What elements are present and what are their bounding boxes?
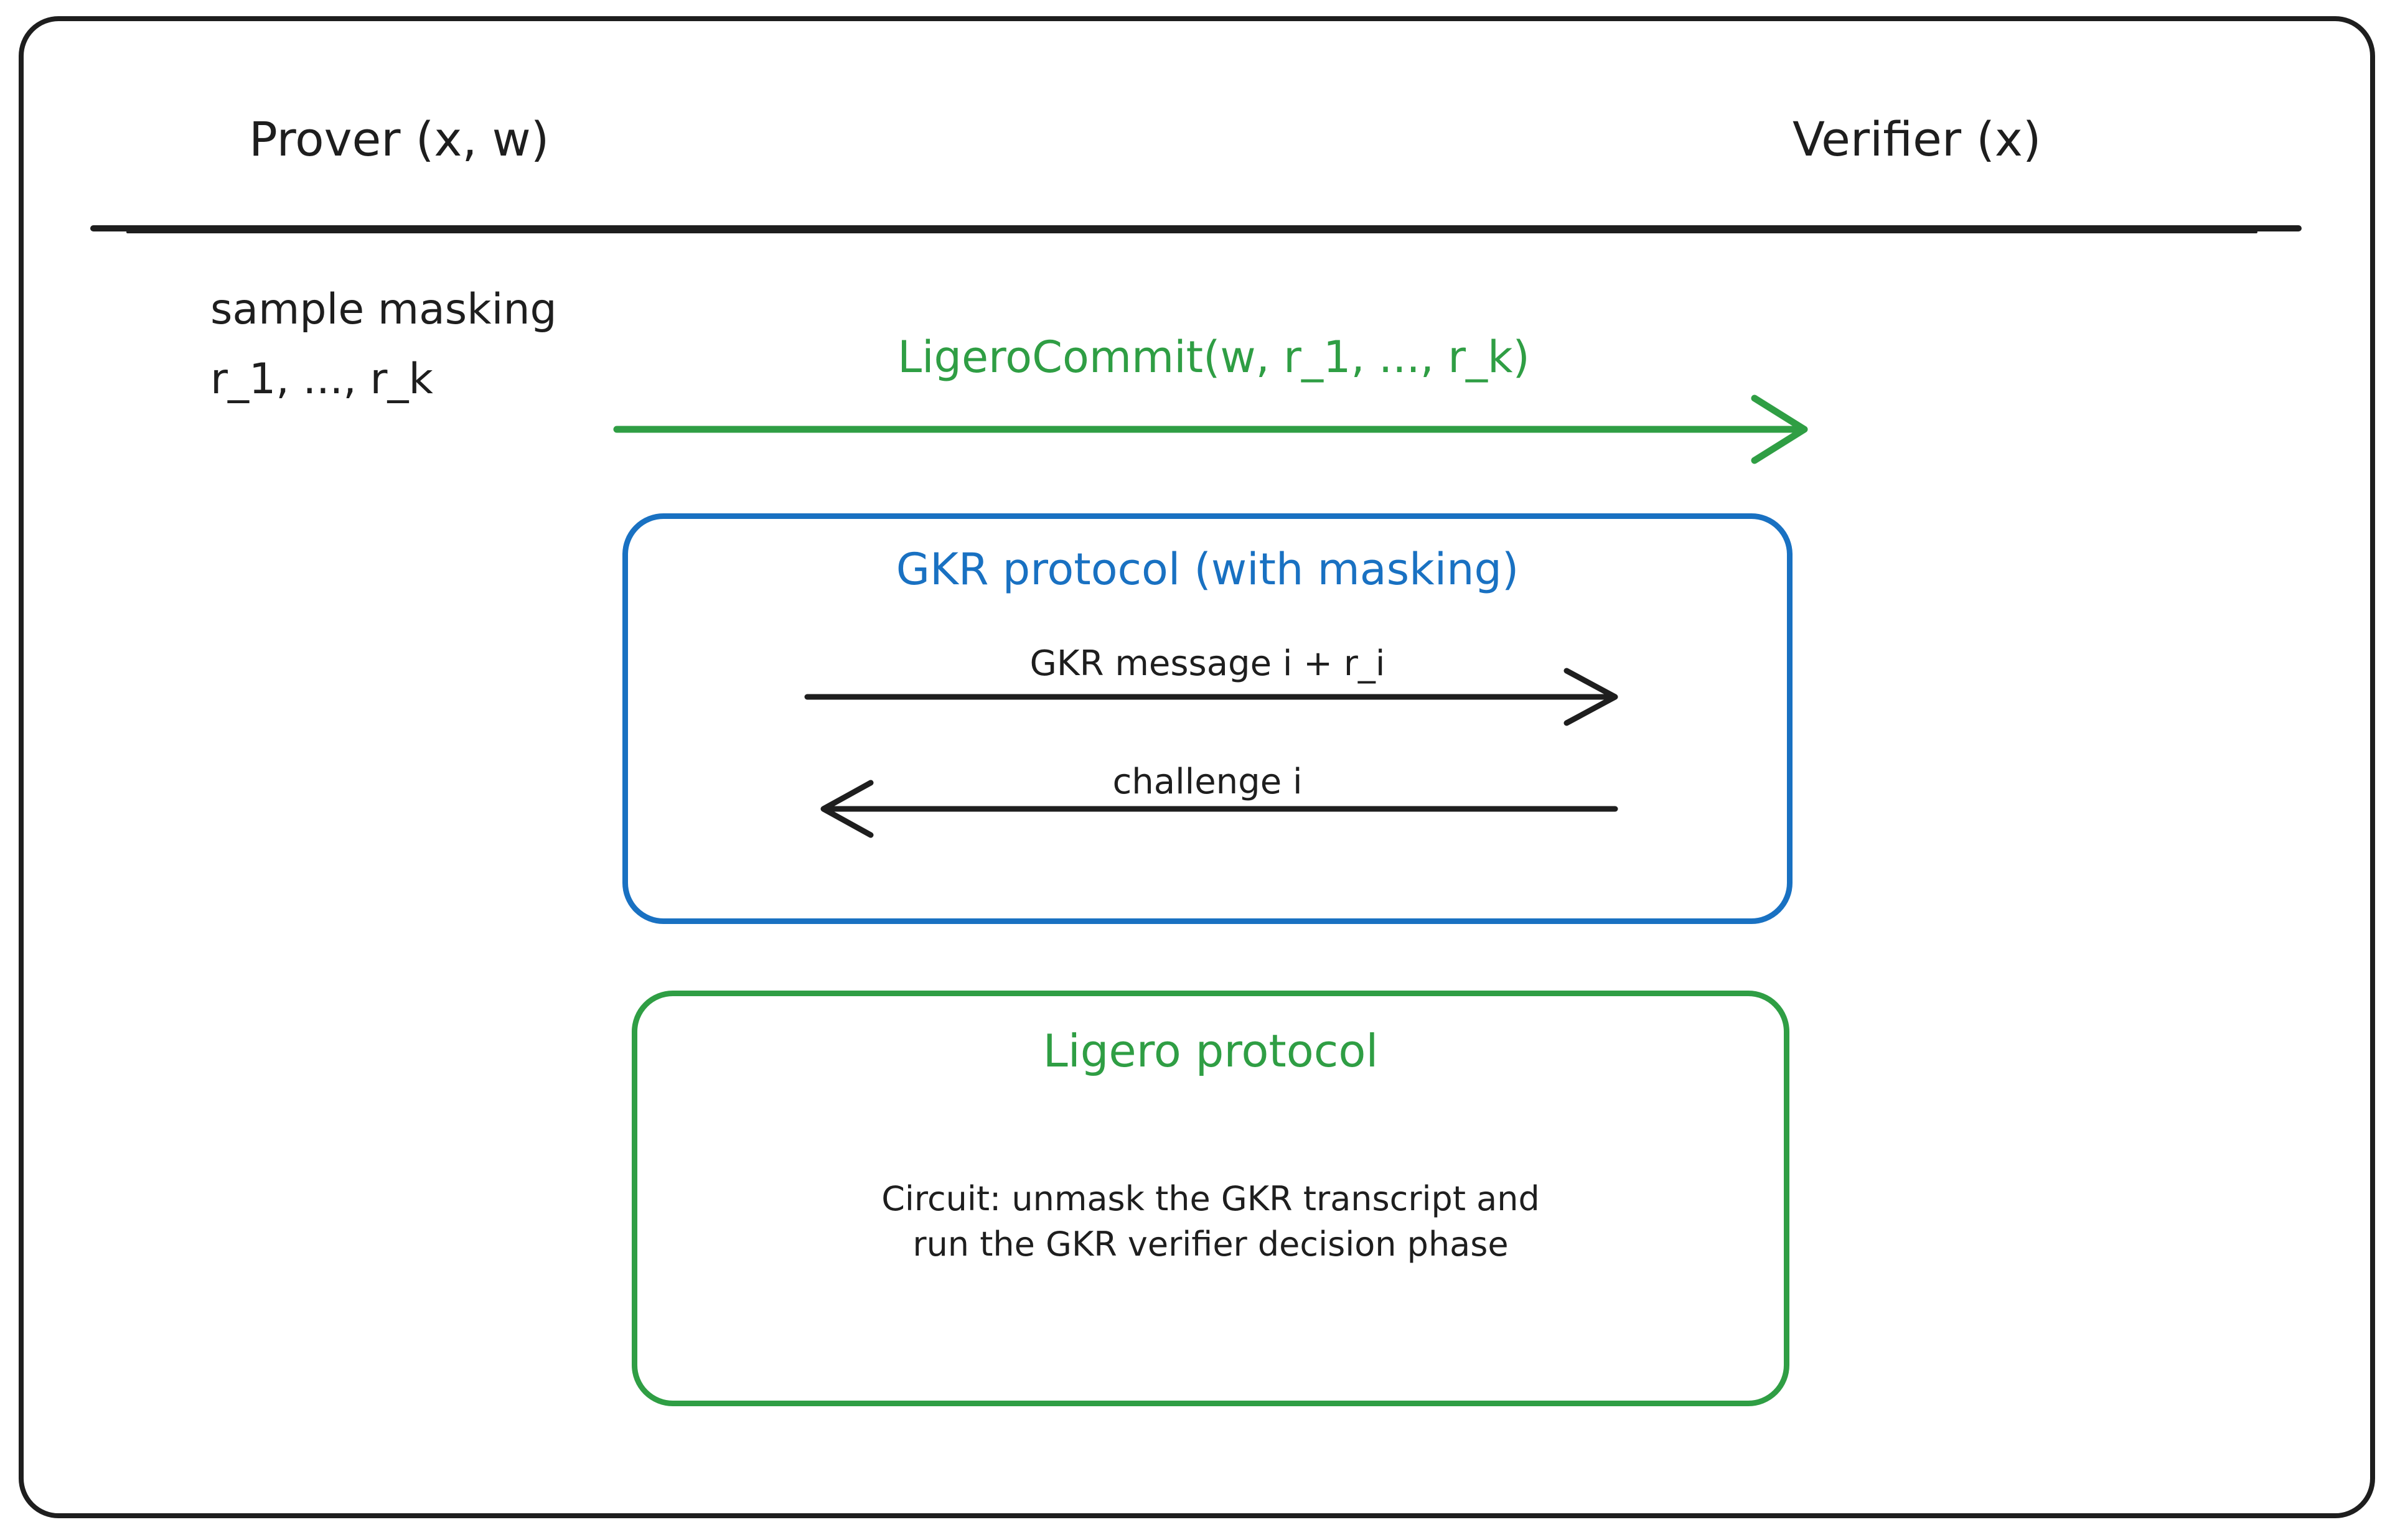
challenge-arrow — [820, 780, 1618, 838]
verifier-label: Verifier (x) — [1793, 111, 2041, 167]
prover-verifier-divider — [90, 225, 2302, 233]
sample-masking-line2: r_1, ..., r_k — [210, 355, 433, 404]
prover-label: Prover (x, w) — [249, 111, 550, 167]
ligero-body-line2: run the GKR verifier decision phase — [912, 1224, 1509, 1264]
ligero-box-title: Ligero protocol — [1043, 1025, 1379, 1077]
sample-masking-note: sample masking r_1, ..., r_k — [210, 275, 557, 414]
ligero-protocol-box: Ligero protocol Circuit: unmask the GKR … — [632, 991, 1789, 1406]
gkr-message-label: GKR message i + r_i — [1029, 643, 1385, 684]
sample-masking-line1: sample masking — [210, 285, 557, 334]
ligero-body-line1: Circuit: unmask the GKR transcript and — [881, 1179, 1540, 1218]
ligero-commit-label: LigeroCommit(w, r_1, ..., r_k) — [898, 332, 1530, 383]
ligero-box-body: Circuit: unmask the GKR transcript and r… — [637, 1177, 1784, 1267]
gkr-protocol-box: GKR protocol (with masking) GKR message … — [622, 513, 1793, 924]
gkr-box-title: GKR protocol (with masking) — [896, 544, 1519, 595]
ligero-commit-arrow — [613, 394, 1808, 464]
gkr-message-arrow — [804, 668, 1618, 726]
outer-frame — [19, 16, 2375, 1518]
challenge-label: challenge i — [1112, 762, 1303, 802]
